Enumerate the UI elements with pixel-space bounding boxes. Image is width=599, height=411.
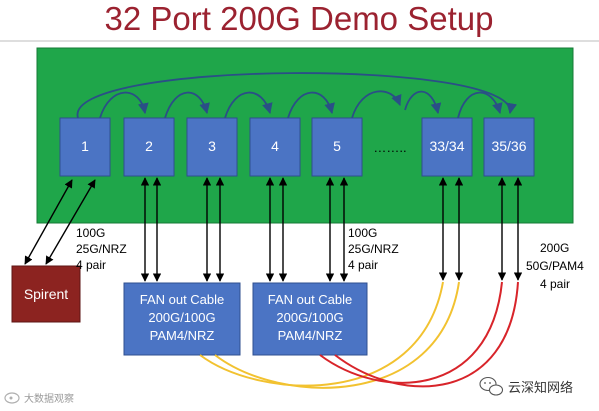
loop-arrow-outer [77, 72, 517, 119]
connection-arrows [24, 177, 523, 282]
spirent-box: Spirent [11, 265, 81, 323]
red-cable-b [334, 281, 519, 388]
ellipsis: …….. [373, 140, 406, 155]
spec-left-line3: 4 pair [76, 258, 106, 272]
port-5: 5 [311, 117, 363, 177]
port-label: 35/36 [491, 138, 526, 154]
spec-left-line2: 25G/NRZ [76, 242, 127, 256]
port-35-36: 35/36 [483, 117, 535, 177]
port-4: 4 [249, 117, 301, 177]
fanout-cable-2: FAN out Cable 200G/100G PAM4/NRZ [252, 282, 368, 356]
fanout-label-3: PAM4/NRZ [278, 328, 343, 343]
port-2: 2 [123, 117, 175, 177]
spec-middle-line3: 4 pair [348, 258, 378, 272]
watermark-bottom-right: 云深知网络 [479, 376, 573, 396]
spec-left-line1: 100G [76, 226, 105, 240]
spec-right: 200G 50G/PAM4 4 pair [526, 241, 584, 291]
loop-arrow-dots-33 [404, 90, 442, 115]
fanout-label-2: 200G/100G [276, 310, 343, 325]
loop-arrow-33-35 [457, 91, 503, 119]
watermark-left-text: 大数据观察 [24, 392, 74, 405]
yellow-cables [199, 281, 460, 389]
watermark-right-text: 云深知网络 [508, 380, 573, 395]
wechat-icon [479, 376, 504, 396]
fanout-label-1: FAN out Cable [268, 292, 353, 307]
loopback-arrows [77, 72, 517, 119]
port-label: 4 [271, 138, 279, 154]
spec-left: 100G 25G/NRZ 4 pair [76, 226, 127, 272]
loop-arrow-5-dots [351, 90, 402, 119]
page-title: 32 Port 200G Demo Setup [105, 0, 494, 37]
spec-right-line1: 200G [540, 241, 569, 255]
port-label: 1 [81, 138, 89, 154]
loop-arrow-3-4 [224, 91, 273, 119]
port-label: 2 [145, 138, 153, 154]
weibo-icon [4, 392, 20, 404]
loop-arrow-1-2 [99, 91, 149, 119]
red-cable-a [319, 281, 503, 384]
fanout-cable-1: FAN out Cable 200G/100G PAM4/NRZ [123, 282, 241, 356]
port-label: 33/34 [429, 138, 464, 154]
port-1: 1 [59, 117, 111, 177]
spec-middle-line1: 100G [348, 226, 377, 240]
port-label: 3 [208, 138, 216, 154]
red-cables [319, 281, 519, 388]
loop-arrow-2-3 [164, 91, 210, 119]
spirent-label: Spirent [24, 286, 68, 302]
spirent-port1-arrow-b [45, 179, 96, 265]
spec-middle-line2: 25G/NRZ [348, 242, 399, 256]
loop-arrow-4-5 [287, 91, 335, 119]
watermark-bottom-left: 大数据观察 [4, 392, 74, 405]
port-33-34: 33/34 [421, 117, 473, 177]
port-label: 5 [333, 138, 341, 154]
fanout-label-3: PAM4/NRZ [150, 328, 215, 343]
fanout-label-1: FAN out Cable [140, 292, 225, 307]
yellow-cable-b [214, 281, 460, 389]
spec-middle: 100G 25G/NRZ 4 pair [348, 226, 399, 272]
fanout-label-2: 200G/100G [148, 310, 215, 325]
yellow-cable-a [199, 281, 444, 387]
port-3: 3 [186, 117, 238, 177]
spec-right-line3: 4 pair [540, 277, 570, 291]
spec-right-line2: 50G/PAM4 [526, 259, 584, 273]
